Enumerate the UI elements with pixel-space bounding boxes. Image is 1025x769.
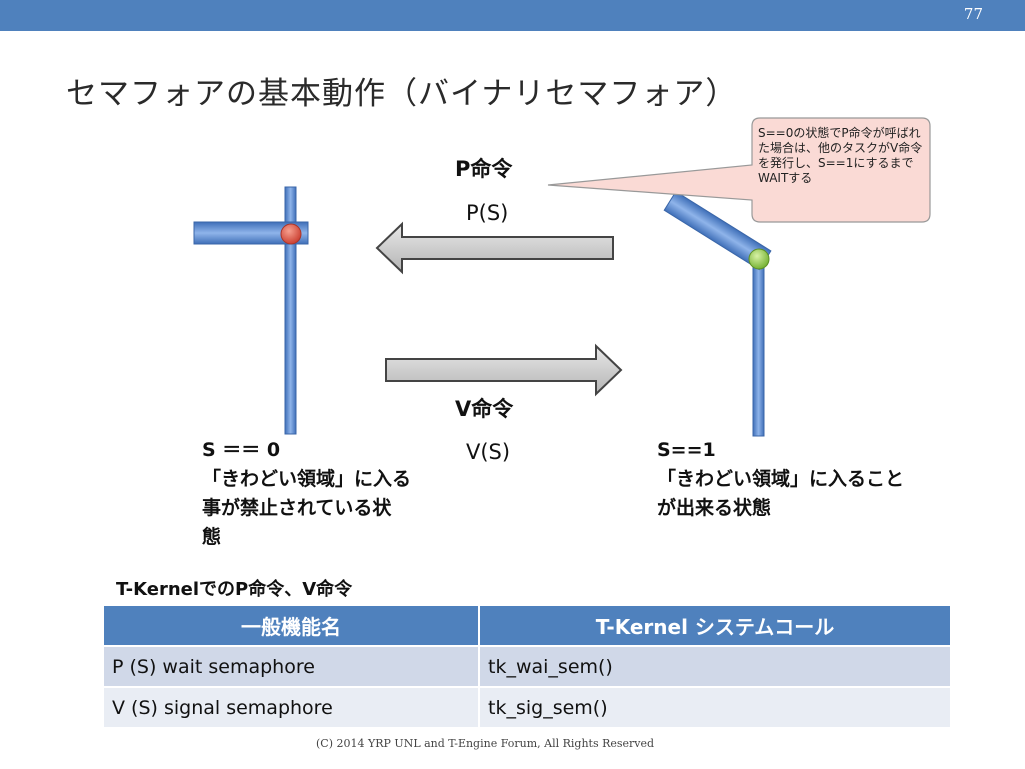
p-arrow-left [377,224,613,272]
right-state-line1: S==1 [657,436,904,465]
left-state-line3: 事が禁止されている状 [202,494,411,523]
right-state-line2: 「きわどい領域」に入ること [657,465,904,494]
v-arrow-right [386,346,621,394]
left-state-line2: 「きわどい領域」に入る [202,465,411,494]
cell-system-call: tk_sig_sem() [479,687,951,727]
left-state-line4: 態 [202,523,411,552]
right-state-description: S==1 「きわどい領域」に入ること が出来る状態 [657,436,904,523]
red-ball [281,224,301,244]
right-pole [753,258,764,436]
right-semaphore [664,192,771,436]
cell-function-name: V (S) signal semaphore [104,687,479,727]
header-tkernel-call: T-Kernel システムコール [479,606,951,646]
left-semaphore [194,187,308,434]
v-command-label: V命令 [455,393,513,423]
table-header-row: 一般機能名 T-Kernel システムコール [104,606,951,646]
left-state-line1: S ＝＝ 0 [202,436,411,465]
v-function-label: V(S) [466,440,510,464]
right-state-line3: が出来る状態 [657,494,904,523]
p-function-label: P(S) [466,201,508,225]
cell-system-call: tk_wai_sem() [479,646,951,687]
callout-text: S==0の状態でP命令が呼ばれた場合は、他のタスクがV命令を発行し、S==1にす… [758,126,930,186]
left-state-description: S ＝＝ 0 「きわどい領域」に入る 事が禁止されている状 態 [202,436,411,552]
table-caption: T-KernelでのP命令、V命令 [116,575,352,601]
table-row: P (S) wait semaphore tk_wai_sem() [104,646,951,687]
copyright-footer: (C) 2014 YRP UNL and T-Engine Forum, All… [316,737,654,750]
cell-function-name: P (S) wait semaphore [104,646,479,687]
p-command-label: P命令 [455,153,512,183]
green-ball [749,249,769,269]
table-row: V (S) signal semaphore tk_sig_sem() [104,687,951,727]
header-general-name: 一般機能名 [104,606,479,646]
system-call-table: 一般機能名 T-Kernel システムコール P (S) wait semaph… [104,606,952,727]
